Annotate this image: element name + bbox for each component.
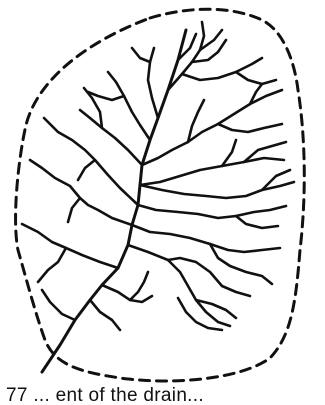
tributary-left-3 [80, 110, 142, 165]
tributary-right-2 [140, 158, 284, 185]
tributary-right-2b [222, 140, 236, 166]
tributary-bottom-2 [90, 300, 120, 330]
tributary-left-4 [108, 72, 150, 140]
tributary-top-3a [236, 72, 276, 84]
tributary-right-6a [168, 258, 250, 296]
tributary-right-4a [236, 216, 278, 228]
tributary-left-2a [78, 160, 95, 180]
tributary-right-1a [218, 124, 282, 132]
tributary-left-6 [148, 48, 158, 118]
tributary-bottom-3 [42, 290, 75, 320]
tributary-right-5 [132, 225, 280, 252]
tributary-left-5 [22, 224, 118, 268]
tributary-left-1 [30, 160, 132, 225]
tributary-left-1a [68, 198, 80, 222]
tributary-right-4 [138, 205, 286, 218]
tributary-left-5a [38, 248, 66, 282]
tributary-right-3 [140, 182, 294, 198]
tributary-left-6a [132, 48, 150, 62]
tributary-left-2 [44, 118, 138, 205]
watershed-boundary [16, 9, 305, 381]
figure-caption: 77 ... ent of the drain... [6, 384, 325, 405]
